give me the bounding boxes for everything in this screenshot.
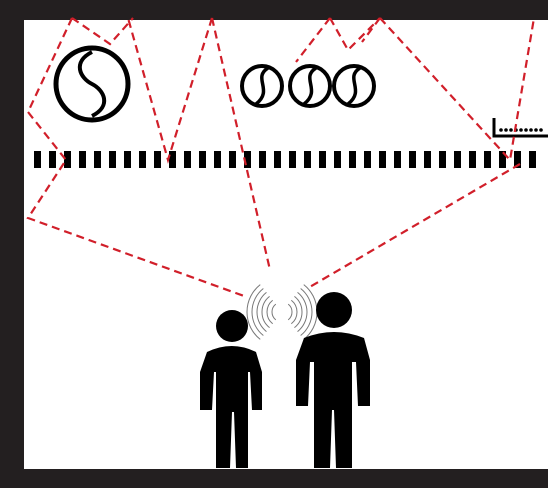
absorber-segment <box>169 151 176 168</box>
sound-wave-icon <box>247 285 317 340</box>
device-dot <box>534 128 538 132</box>
absorber-segment <box>289 151 296 168</box>
absorber-segment <box>304 151 311 168</box>
reflection-path <box>380 18 534 160</box>
device-dot <box>539 128 543 132</box>
absorber-segment <box>49 151 56 168</box>
absorber-segment <box>229 151 236 168</box>
absorber-segment <box>124 151 131 168</box>
reflection-path <box>212 18 270 270</box>
absorber-segment <box>94 151 101 168</box>
person-icon <box>296 292 370 468</box>
absorber-segment <box>439 151 446 168</box>
absorber-segment <box>184 151 191 168</box>
ceiling <box>0 0 548 20</box>
diffuser-icon <box>290 66 330 106</box>
bass-trap-icon <box>494 118 548 136</box>
absorber-segment <box>154 151 161 168</box>
device-dot <box>499 128 503 132</box>
reflection-path <box>72 18 133 44</box>
absorber-segment <box>199 151 206 168</box>
absorber-segment <box>394 151 401 168</box>
reflection-path <box>128 18 212 160</box>
device-dot <box>504 128 508 132</box>
sound-wave-arc <box>272 304 276 320</box>
reflection-path <box>330 18 380 50</box>
sound-wave-arc <box>262 296 270 327</box>
absorber-segment <box>349 151 356 168</box>
absorber-segment <box>34 151 41 168</box>
absorber-segment <box>259 151 266 168</box>
absorber-panel-icon <box>34 151 536 168</box>
device-dot <box>529 128 533 132</box>
absorber-segment <box>64 151 71 168</box>
diffuser-icon <box>56 48 128 120</box>
absorber-segment <box>409 151 416 168</box>
absorber-segment <box>364 151 371 168</box>
absorber-segment <box>529 151 536 168</box>
person-icon <box>200 310 262 468</box>
absorber-segment <box>109 151 116 168</box>
diffuser-icon <box>242 66 282 106</box>
absorber-segment <box>469 151 476 168</box>
absorber-segment <box>139 151 146 168</box>
floor <box>0 469 548 488</box>
absorber-segment <box>319 151 326 168</box>
device-dot <box>519 128 523 132</box>
absorber-segment <box>379 151 386 168</box>
reflection-path <box>28 112 244 296</box>
small-diffuser-group <box>242 66 374 106</box>
sound-wave-arc <box>294 296 302 327</box>
absorber-segment <box>214 151 221 168</box>
absorber-segment <box>79 151 86 168</box>
absorber-segment <box>484 151 491 168</box>
left-wall <box>0 0 24 488</box>
reflection-path <box>362 18 380 42</box>
device-dot <box>509 128 513 132</box>
absorber-segment <box>334 151 341 168</box>
device-dot <box>524 128 528 132</box>
diffuser-icon <box>334 66 374 106</box>
reflection-path <box>28 18 72 112</box>
absorber-segment <box>274 151 281 168</box>
absorber-segment <box>424 151 431 168</box>
reflection-path <box>308 164 520 288</box>
reflection-path <box>296 18 330 62</box>
absorber-segment <box>454 151 461 168</box>
sound-wave-arc <box>288 304 292 320</box>
